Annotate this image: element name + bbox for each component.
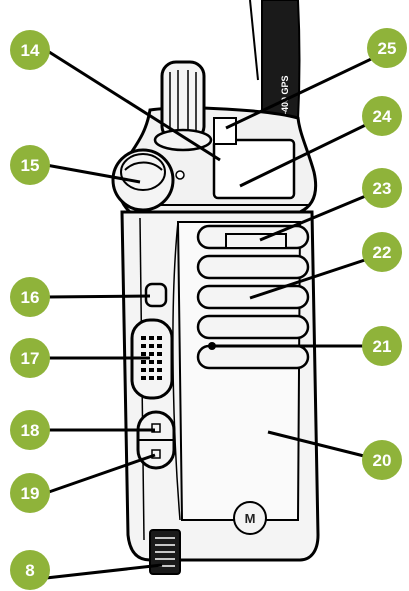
callout-label: 20 — [373, 451, 392, 470]
leader-lines — [45, 48, 387, 580]
callout-8: 8 — [10, 550, 50, 590]
callout-23: 23 — [362, 168, 402, 208]
brand-logo: M — [233, 501, 267, 535]
antenna-label: T-400 GPS — [280, 75, 290, 120]
battery-latch[interactable] — [149, 529, 181, 575]
callout-22: 22 — [362, 232, 402, 272]
side-button-2-icon — [151, 449, 161, 459]
callout-label: 24 — [373, 107, 392, 126]
callout-label: 23 — [373, 179, 392, 198]
callout-16: 16 — [10, 277, 50, 317]
callout-21: 21 — [362, 326, 402, 366]
callout-label: 8 — [25, 561, 34, 580]
callout-25: 25 — [367, 28, 407, 68]
callout-20: 20 — [362, 440, 402, 480]
side-button-1-icon — [151, 423, 161, 433]
callout-label: 15 — [21, 156, 40, 175]
callout-18: 18 — [10, 410, 50, 450]
callout-label: 19 — [21, 484, 40, 503]
callout-label: 22 — [373, 243, 392, 262]
top-emergency-button[interactable] — [213, 117, 237, 145]
top-display — [212, 138, 296, 200]
callout-label: 14 — [21, 41, 40, 60]
callout-label: 18 — [21, 421, 40, 440]
ptt-button[interactable] — [130, 318, 174, 400]
callout-24: 24 — [362, 96, 402, 136]
light-sensor-bar — [225, 233, 287, 249]
callout-15: 15 — [10, 145, 50, 185]
callout-label: 16 — [21, 288, 40, 307]
callout-label: 21 — [373, 337, 392, 356]
callout-19: 19 — [10, 473, 50, 513]
callouts: 14 15 16 17 18 19 8 25 — [10, 28, 407, 590]
side-buttons-lower[interactable] — [136, 410, 176, 470]
callout-17: 17 — [10, 338, 50, 378]
callout-label: 17 — [21, 349, 40, 368]
callout-label: 25 — [378, 39, 397, 58]
brand-logo-mark: M — [245, 511, 256, 526]
callout-14: 14 — [10, 30, 50, 70]
